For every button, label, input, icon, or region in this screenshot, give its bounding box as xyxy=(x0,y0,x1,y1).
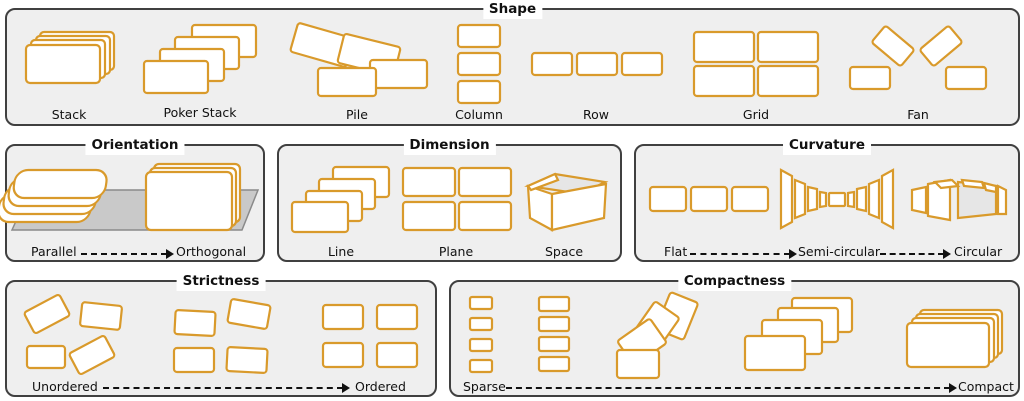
compactness-column-illustration xyxy=(537,295,571,373)
fan-illustration xyxy=(848,25,988,91)
compactness-stack-illustration xyxy=(905,308,1004,369)
dimension-space-illustration xyxy=(524,172,609,232)
strictness-middle-illustration xyxy=(172,298,272,374)
label-row: Row xyxy=(583,107,609,122)
arrow-strictness xyxy=(103,383,350,393)
panel-title-curvature: Curvature xyxy=(783,135,871,155)
label-column: Column xyxy=(455,107,503,122)
label-orthogonal: Orthogonal xyxy=(176,244,247,259)
strictness-ordered-illustration xyxy=(321,303,419,369)
panel-title-compactness: Compactness xyxy=(677,271,792,291)
panel-strictness: Strictness xyxy=(5,271,437,397)
arrow-curvature-1 xyxy=(690,249,797,259)
dimension-line-illustration xyxy=(290,165,391,234)
dimension-plane-illustration xyxy=(401,166,513,232)
column-illustration xyxy=(456,23,502,105)
label-unordered: Unordered xyxy=(32,379,98,394)
label-plane: Plane xyxy=(438,244,474,259)
arrow-orientation xyxy=(81,249,174,259)
label-line: Line xyxy=(327,244,355,259)
label-circular: Circular xyxy=(954,244,1003,259)
panel-title-dimension: Dimension xyxy=(403,135,496,155)
label-stack: Stack xyxy=(51,107,87,122)
stack-illustration xyxy=(24,30,116,85)
label-sparse: Sparse xyxy=(463,379,506,394)
label-pile: Pile xyxy=(346,107,368,122)
curvature-semicircular-illustration xyxy=(779,168,895,230)
curvature-circular-illustration xyxy=(910,178,1008,222)
label-poker-stack: Poker Stack xyxy=(163,105,237,120)
label-parallel: Parallel xyxy=(31,244,77,259)
label-fan: Fan xyxy=(907,107,929,122)
panel-title-strictness: Strictness xyxy=(176,271,266,291)
panel-title-shape: Shape xyxy=(482,0,543,19)
arrow-curvature-2 xyxy=(880,249,951,259)
grid-illustration xyxy=(692,30,820,98)
orientation-illustration xyxy=(0,162,260,232)
strictness-unordered-illustration xyxy=(23,293,123,376)
pile-illustration xyxy=(289,22,429,98)
label-flat: Flat xyxy=(664,244,688,259)
label-grid: Grid xyxy=(742,107,770,122)
curvature-flat-illustration xyxy=(648,185,770,213)
panel-title-orientation: Orientation xyxy=(85,135,185,155)
arrow-compactness xyxy=(506,383,957,393)
label-ordered: Ordered xyxy=(355,379,406,394)
compactness-sparse-illustration xyxy=(468,295,494,374)
label-semi-circular: Semi-circular xyxy=(798,244,881,259)
label-space: Space xyxy=(544,244,584,259)
compactness-poker-illustration xyxy=(743,296,854,372)
row-illustration xyxy=(530,51,664,77)
label-compact: Compact xyxy=(958,379,1014,394)
poker-stack-illustration xyxy=(142,23,258,95)
compactness-fan-illustration xyxy=(615,291,699,380)
